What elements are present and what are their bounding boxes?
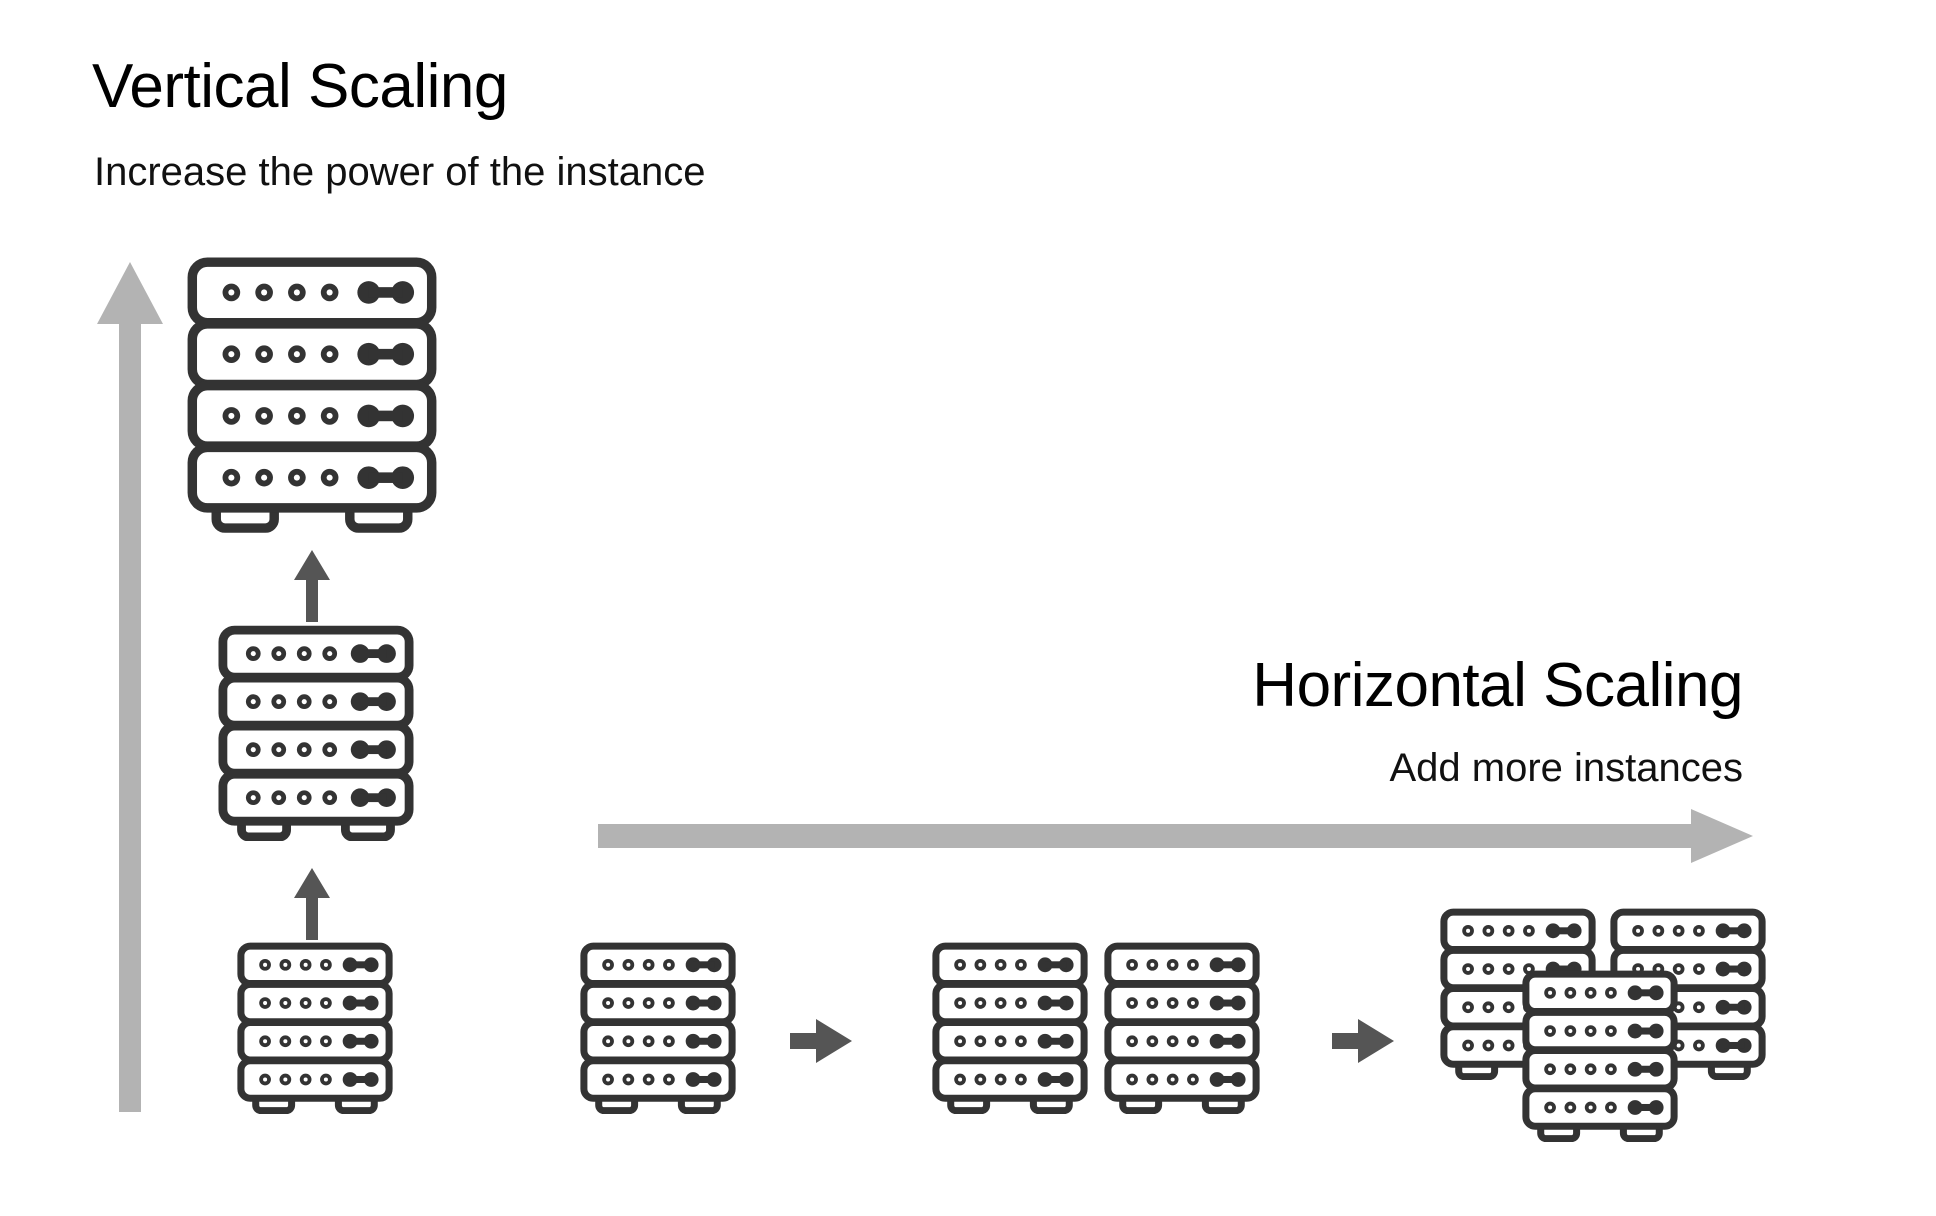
horizontal-growth-arrow [598,808,1753,864]
horizontal-step-arrow-1 [790,1018,852,1064]
server-rack-icon-vertical-medium [218,625,414,841]
horizontal-scaling-title: Horizontal Scaling [1252,651,1743,720]
server-rack-icon-vertical-large [186,252,438,537]
server-rack-icon-h2-a [932,942,1088,1114]
horizontal-step-arrow-2 [1332,1018,1394,1064]
server-rack-icon-h2-b [1104,942,1260,1114]
vertical-scaling-title: Vertical Scaling [92,52,508,121]
vertical-step-arrow-2 [292,550,332,622]
horizontal-scaling-subtitle: Add more instances [1389,746,1743,790]
server-rack-icon-cluster-front [1522,970,1678,1142]
vertical-growth-arrow [95,262,165,1112]
server-rack-icon-h1-a [580,942,736,1114]
server-rack-icon-vertical-small [237,942,393,1114]
vertical-scaling-subtitle: Increase the power of the instance [94,150,706,194]
vertical-step-arrow-1 [292,868,332,940]
